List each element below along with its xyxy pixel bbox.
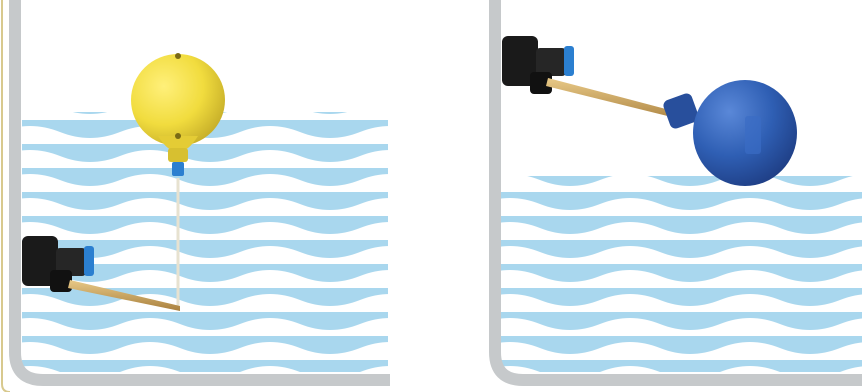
blue-float xyxy=(663,80,797,186)
left-tank xyxy=(9,0,390,386)
tank-wall-left xyxy=(9,0,390,386)
right-tank xyxy=(489,0,862,386)
water-right xyxy=(500,176,862,372)
outer-frame-line xyxy=(1,0,11,392)
yellow-float xyxy=(131,53,225,176)
valve-left xyxy=(22,236,180,311)
tank-wall-right xyxy=(489,0,862,386)
water-left xyxy=(22,112,388,372)
valve-right xyxy=(502,36,700,124)
